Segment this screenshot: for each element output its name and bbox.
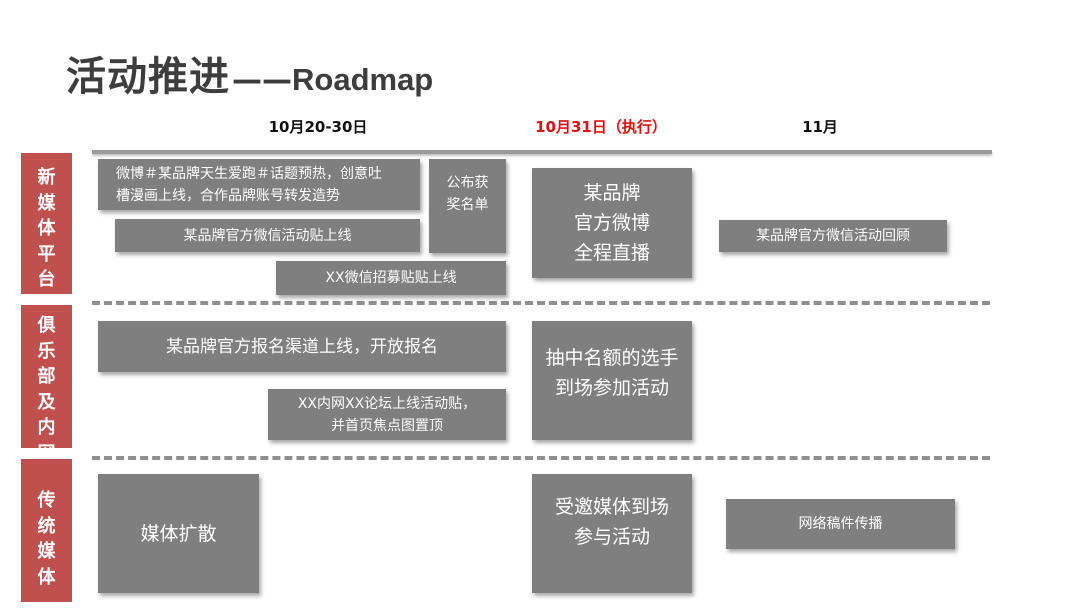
box-media-expand: 媒体扩散: [98, 474, 259, 593]
row-label-club-intranet: 俱乐部及内网: [21, 305, 72, 448]
page-title: 活动推进 —— Roadmap: [66, 44, 434, 100]
title-main: 活动推进: [66, 54, 230, 100]
column-header-oct-20-30: 10月20-30日: [268, 118, 368, 136]
row-label-char: 媒: [37, 192, 56, 214]
header-divider: [92, 150, 992, 154]
box-wechat-review: 某品牌官方微信活动回顾: [719, 220, 947, 252]
row-label-char: 平: [37, 243, 56, 265]
row-label-char: 网: [38, 441, 56, 449]
row-label-char: 体: [37, 218, 56, 239]
row-label-char: 内: [37, 417, 56, 438]
box-invited-media: 受邀媒体到场 参与活动: [532, 474, 692, 593]
row-label-char: 俱: [37, 315, 56, 336]
row-label-char: 部: [37, 366, 56, 387]
box-weibo-live: 某品牌 官方微博 全程直播: [532, 168, 692, 278]
row-label-char: 统: [37, 515, 56, 537]
row-label-char: 乐: [37, 340, 56, 362]
title-english: Roadmap: [292, 62, 434, 97]
column-header-nov: 11月: [802, 118, 838, 136]
column-header-oct-31: 10月31日（执行）: [535, 118, 667, 136]
row-divider-2: [92, 456, 990, 460]
row-label-char: 台: [37, 269, 56, 290]
row-label-new-media: 新媒体平台: [21, 153, 72, 294]
box-wechat-post: 某品牌官方微信活动贴上线: [115, 219, 420, 252]
row-label-char: 新: [37, 167, 56, 188]
box-signup-channel: 某品牌官方报名渠道上线，开放报名: [98, 321, 506, 372]
box-weibo-topic: 微博＃某品牌天生爱跑＃话题预热，创意吐 槽漫画上线，合作品牌账号转发造势: [98, 159, 420, 210]
row-label-traditional-media: 传统媒体: [21, 459, 72, 602]
row-label-char: 及: [37, 391, 56, 413]
row-label-char: 媒: [37, 541, 56, 562]
box-online-spread: 网络稿件传播: [726, 499, 955, 549]
box-winner-list: 公布获 奖名单: [429, 159, 506, 253]
row-label-char: 传: [37, 490, 56, 511]
row-label-char: 体: [37, 566, 56, 588]
box-draw-players: 抽中名额的选手 到场参加活动: [532, 321, 692, 440]
title-dash: ——: [232, 63, 292, 98]
box-wechat-recruit: XX微信招募贴贴上线: [276, 261, 506, 295]
box-intranet-forum: XX内网XX论坛上线活动贴， 并首页焦点图置顶: [268, 389, 506, 440]
row-divider-1: [92, 301, 990, 305]
